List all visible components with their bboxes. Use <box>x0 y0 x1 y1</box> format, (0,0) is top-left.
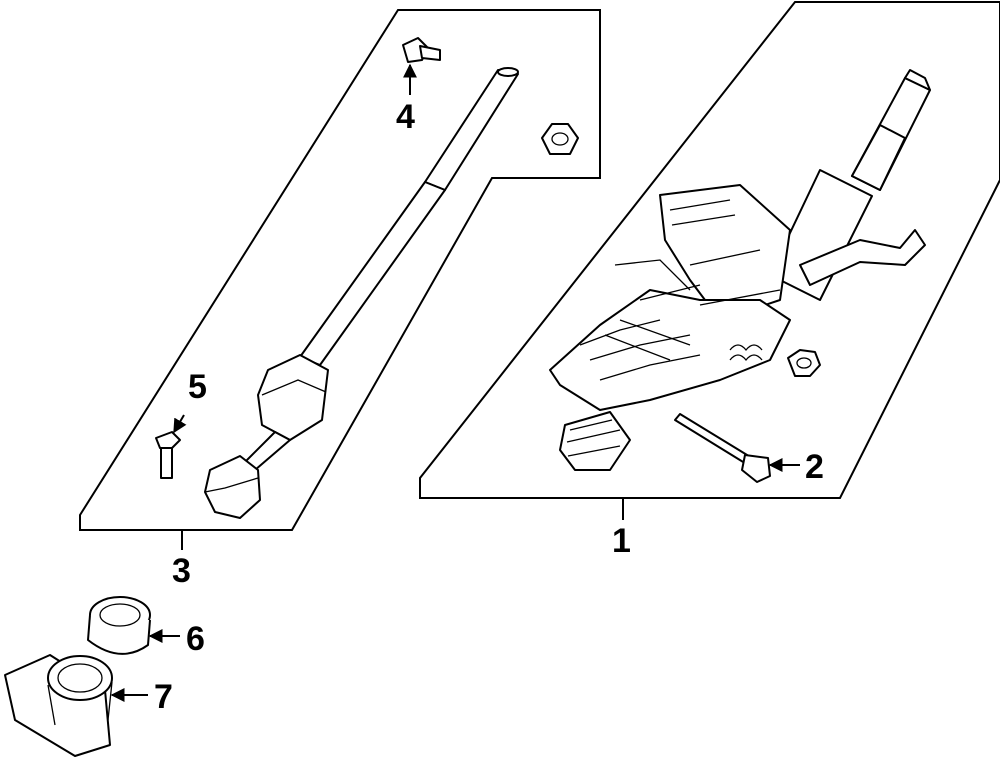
nut <box>787 349 821 377</box>
callout-4: 4 <box>396 98 415 136</box>
intermediate-shaft <box>204 67 519 519</box>
callout-2: 2 <box>805 448 824 486</box>
callout-5: 5 <box>188 368 207 406</box>
shaft-assembly-frame <box>79 9 601 531</box>
bolt <box>674 413 771 483</box>
callout-7: 7 <box>154 678 173 716</box>
leader-5 <box>173 414 187 434</box>
steering-column <box>549 69 931 471</box>
callout-1: 1 <box>612 522 631 560</box>
pinch-bolt <box>402 37 441 63</box>
callout-6: 6 <box>186 620 205 658</box>
column-assembly-frame <box>419 0 1000 499</box>
callout-3: 3 <box>172 552 191 590</box>
small-bolt <box>155 431 181 479</box>
column-boot <box>4 654 113 757</box>
shaft-nut <box>541 123 579 155</box>
column-seal <box>87 596 151 655</box>
